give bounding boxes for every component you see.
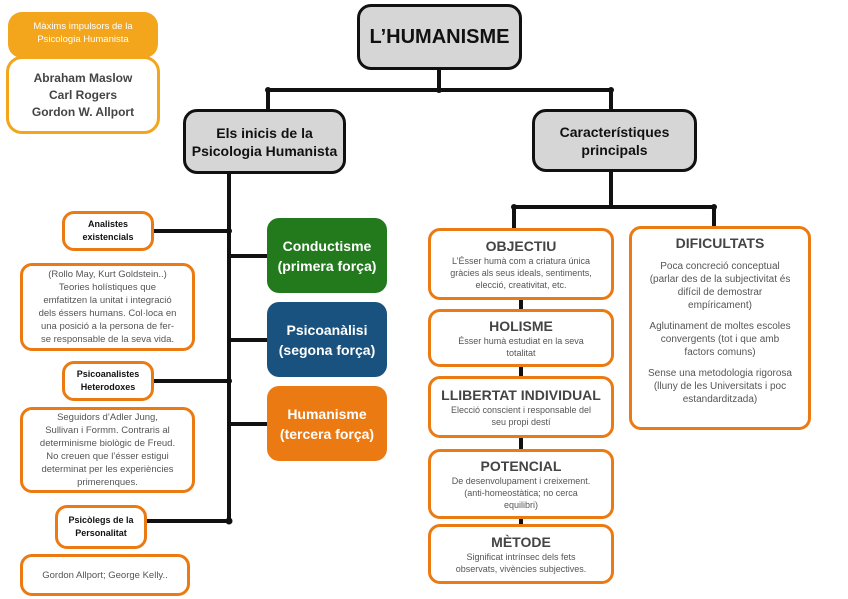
card-desc-line: observats, vivències subjectives. (455, 563, 587, 574)
difficulty-line: empíricament) (688, 300, 752, 311)
desc-line: determinisme biològic de Freud. (39, 438, 176, 449)
group-desc-personalitat: Gordon Allport; George Kelly.. (20, 554, 190, 596)
card-desc-line: Ésser humà estudiat en la seva (458, 335, 584, 346)
group-label-line: Psicoanalistes (76, 369, 140, 379)
desc-line: una posició a la persona de fer- (40, 321, 175, 332)
card-desc-line: (anti-homeostàtica; no cerca (464, 487, 578, 498)
force-psicoanalisi[interactable]: Psicoanàlisi (segona força) (267, 302, 387, 377)
difficulty-line: convergents (tot i que amb (660, 334, 780, 345)
impulsors-names: Abraham Maslow Carl Rogers Gordon W. All… (6, 56, 160, 134)
card-potencial[interactable]: POTENCIAL De desenvolupament i creixemen… (428, 449, 614, 519)
impulsors-header: Màxims impulsors de la Psicologia Humani… (8, 12, 158, 58)
force-line: (primera força) (277, 257, 377, 274)
card-title: MÈTODE (491, 533, 551, 550)
card-title: LLIBERTAT INDIVIDUAL (441, 386, 601, 403)
group-label-line: Analistes (87, 219, 129, 229)
impulsor-name: Abraham Maslow (33, 70, 133, 85)
card-desc-line: equilibri) (503, 499, 538, 510)
branch-title-line: principals (581, 141, 648, 158)
desc-line: primerenques. (77, 477, 138, 488)
group-label-analistes[interactable]: Analistes existencials (62, 211, 154, 251)
force-line: (tercera força) (279, 425, 375, 442)
difficulty-paragraph: Sense una metodologia rigorosa (lluny de… (648, 367, 792, 406)
impulsors-title-line: Màxims impulsors de la (33, 21, 133, 32)
difficulty-line: Poca concreció conceptual (660, 261, 780, 272)
desc-line: determinat per les experiències (41, 464, 174, 475)
card-title: POTENCIAL (480, 457, 562, 474)
card-desc-line: totalitat (506, 347, 536, 358)
desc-line: se responsable de la seva vida. (40, 334, 175, 345)
card-desc-line: elecció, creativitat, etc. (475, 279, 567, 290)
group-desc-analistes: (Rollo May, Kurt Goldstein..) Teories ho… (20, 263, 195, 351)
branch-title-line: Psicologia Humanista (191, 142, 338, 159)
card-metode[interactable]: MÈTODE Significat intrínsec dels fets ob… (428, 524, 614, 584)
desc-line: (Rollo May, Kurt Goldstein..) (48, 269, 167, 280)
difficulty-line: factors comuns) (684, 347, 756, 358)
group-label-line: Heterodoxes (80, 382, 136, 392)
card-holisme[interactable]: HOLISME Ésser humà estudiat en la seva t… (428, 309, 614, 367)
card-desc-line: gràcies als seus ideals, sentiments, (450, 267, 592, 278)
desc-line: Seguidors d’Adler Jung, (57, 412, 158, 423)
impulsor-name: Carl Rogers (48, 87, 118, 102)
card-desc-line: Significat intrínsec dels fets (466, 551, 576, 562)
card-desc-line: De desenvolupament i creixement. (451, 475, 591, 486)
force-line: (segona força) (278, 341, 376, 358)
group-label-line: Personalitat (75, 528, 127, 538)
difficulty-line: (parlar des de la subjectivitat és (649, 274, 791, 285)
impulsors-title-line: Psicologia Humanista (37, 34, 129, 45)
group-label-psicoanalistes[interactable]: Psicoanalistes Heterodoxes (62, 361, 154, 401)
branch-title-line: Els inicis de la (216, 124, 313, 141)
card-desc-line: seu propi destí (491, 416, 551, 427)
difficulty-line: (lluny de les Universitats i poc (653, 381, 787, 392)
difficulty-paragraph: Aglutinament de moltes escoles convergen… (649, 320, 790, 359)
desc-line: dels éssers humans. Col·loca en (38, 308, 177, 319)
card-objectiu[interactable]: OBJECTIU L’Ésser humà com a criatura úni… (428, 228, 614, 300)
group-label-line: Psicòlegs de la (68, 515, 134, 525)
desc-line: emfatitzen la unitat i integració (43, 295, 172, 306)
card-desc-line: L’Ésser humà com a criatura única (451, 255, 591, 266)
desc-line: Sullivan i Formm. Contraris al (45, 425, 170, 436)
difficulty-line: difícil de demostrar (677, 287, 763, 298)
desc-line: Teories holístiques que (58, 282, 157, 293)
card-dificultats[interactable]: DIFICULTATS Poca concreció conceptual (p… (629, 226, 811, 430)
card-title: OBJECTIU (485, 237, 557, 254)
branch-inicis[interactable]: Els inicis de la Psicologia Humanista (183, 109, 346, 174)
impulsor-name: Gordon W. Allport (31, 104, 135, 119)
card-llibertat[interactable]: LLIBERTAT INDIVIDUAL Elecció conscient i… (428, 376, 614, 438)
force-line: Conductisme (282, 237, 372, 254)
difficulty-paragraph: Poca concreció conceptual (parlar des de… (650, 260, 791, 312)
desc-line: Gordon Allport; George Kelly.. (42, 569, 168, 581)
group-label-personalitat[interactable]: Psicòlegs de la Personalitat (55, 505, 147, 549)
card-title: DIFICULTATS (675, 235, 765, 251)
card-desc-line: Elecció conscient i responsable del (450, 404, 592, 415)
card-title: HOLISME (489, 317, 553, 334)
force-humanisme[interactable]: Humanisme (tercera força) (267, 386, 387, 461)
difficulty-line: estandarditzada) (682, 394, 758, 405)
difficulty-line: Sense una metodologia rigorosa (648, 368, 792, 379)
branch-title-line: Característiques (559, 123, 670, 140)
group-desc-psicoanalistes: Seguidors d’Adler Jung, Sullivan i Formm… (20, 407, 195, 493)
root-title: L’HUMANISME (369, 25, 510, 48)
root-node[interactable]: L’HUMANISME (357, 4, 522, 70)
force-conductisme[interactable]: Conductisme (primera força) (267, 218, 387, 293)
desc-line: No creuen que l’ésser estigui (46, 451, 169, 462)
difficulty-line: Aglutinament de moltes escoles (649, 321, 791, 332)
group-label-line: existencials (82, 232, 134, 242)
branch-caracteristiques[interactable]: Característiques principals (532, 109, 697, 172)
force-line: Humanisme (287, 405, 367, 422)
force-line: Psicoanàlisi (286, 321, 368, 338)
